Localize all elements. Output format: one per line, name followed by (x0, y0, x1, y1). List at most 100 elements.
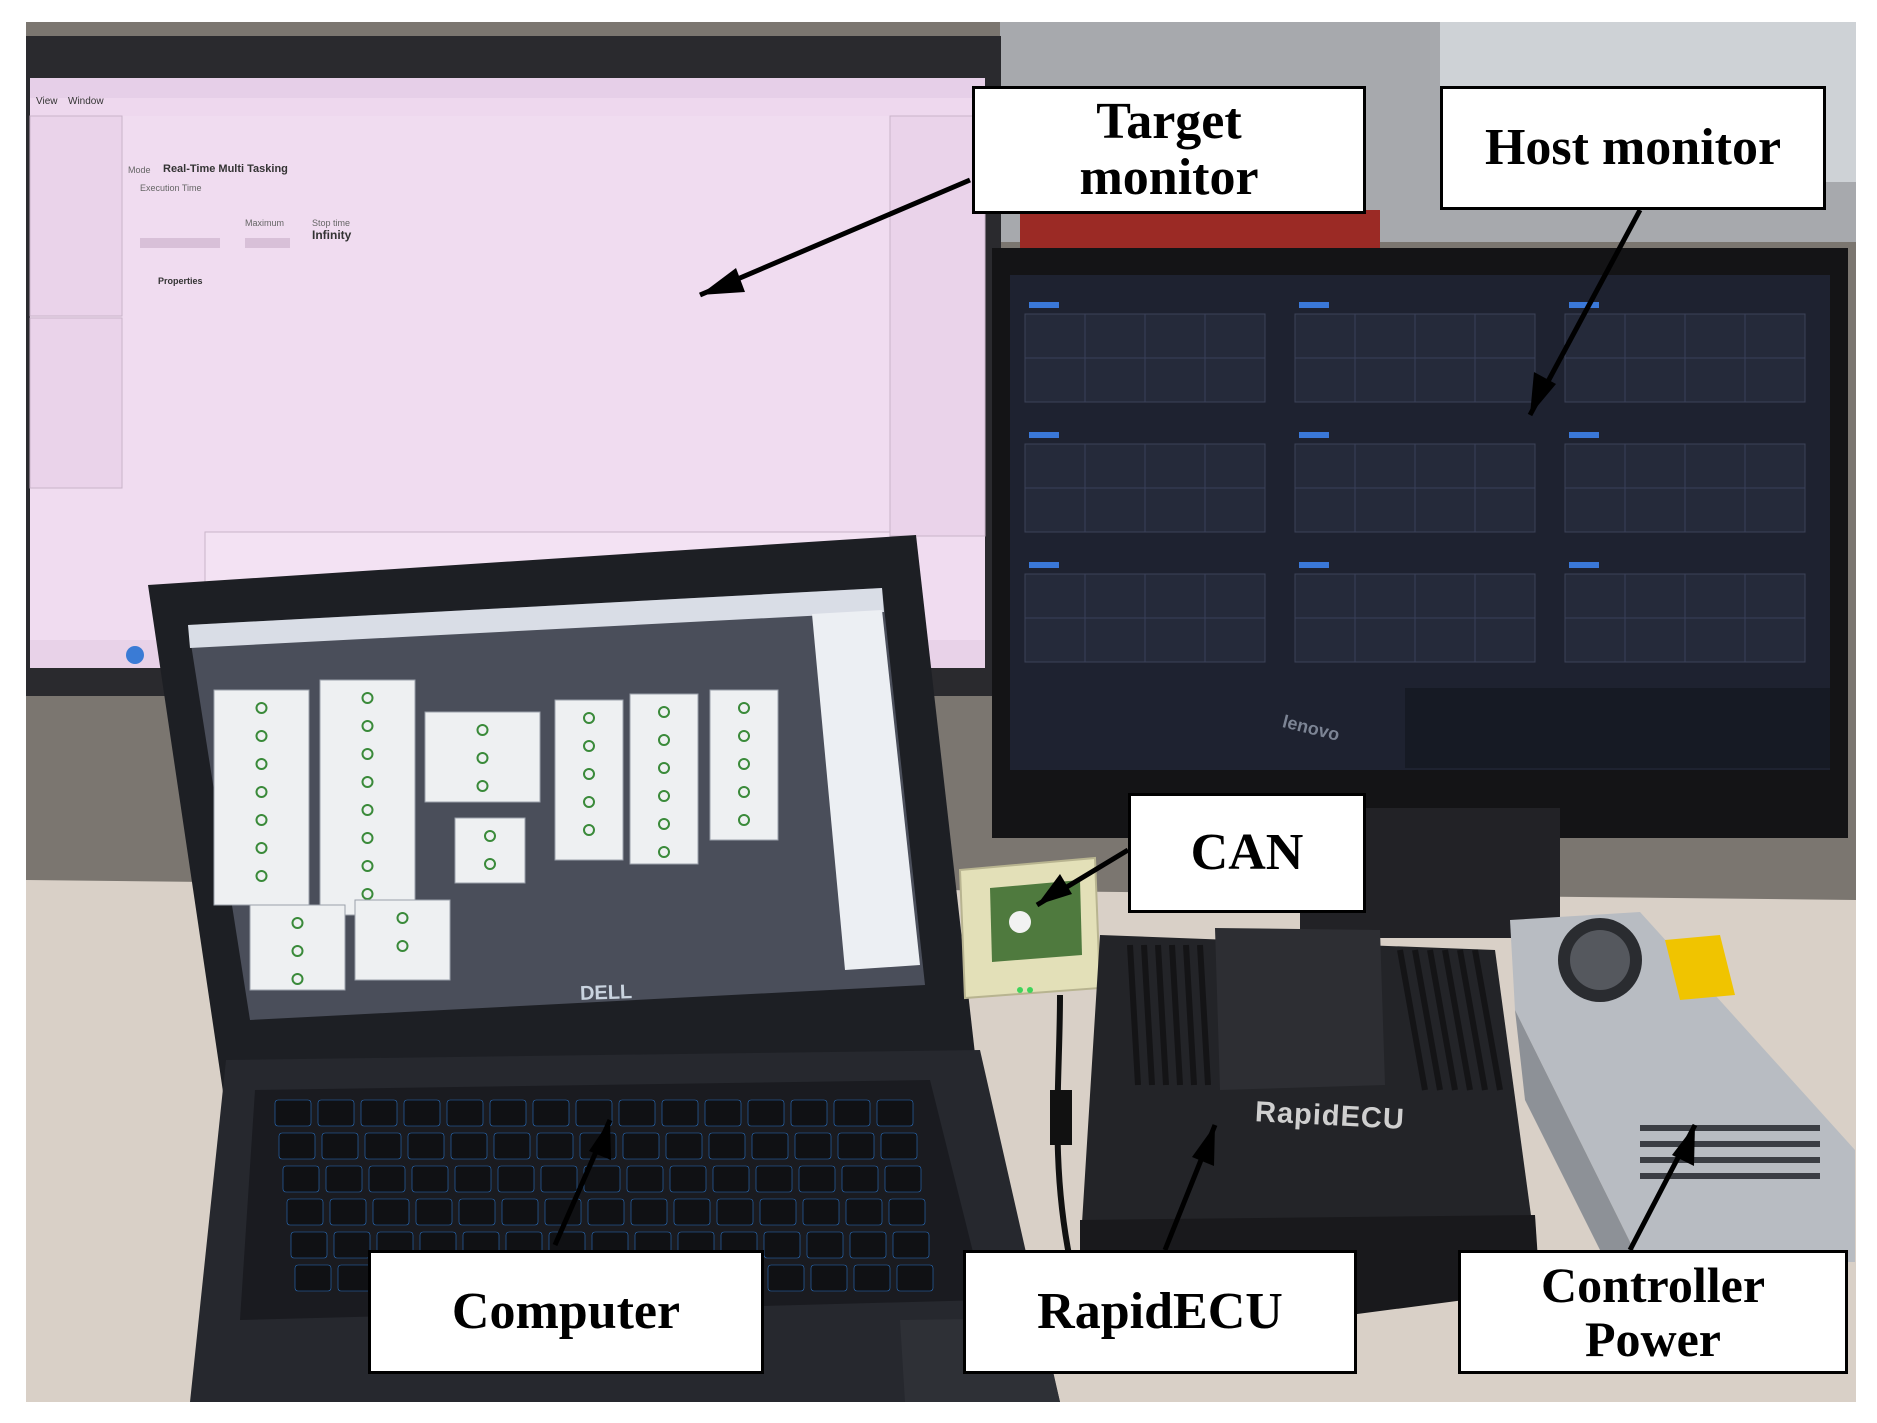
laptop-ui-gauge (583, 712, 595, 724)
scope-panels (1024, 302, 1806, 663)
keyboard-key (798, 1165, 836, 1193)
target-progress-bar (140, 238, 220, 248)
laptop-ui-panel (424, 711, 541, 803)
laptop-ui-panel (629, 693, 699, 865)
scope-label-marker (1299, 562, 1329, 568)
cooling-fin (1155, 944, 1169, 1086)
keyboard-key (325, 1165, 363, 1193)
keyboard-key (411, 1165, 449, 1193)
rapidecu-fins (1127, 944, 1503, 1091)
keyboard-key (415, 1198, 453, 1226)
power-vents (1640, 1125, 1820, 1179)
laptop-ui-gauge (291, 973, 304, 985)
keyboard-key (759, 1198, 797, 1226)
scope-label-marker (1299, 432, 1329, 438)
arrow-power-head (1672, 1125, 1695, 1166)
keyboard-key (755, 1165, 793, 1193)
keyboard-key (274, 1099, 312, 1127)
laptop-ui-gauge (255, 758, 268, 770)
laptop-ui-gauge (583, 824, 595, 836)
target-progress-bar-2 (245, 238, 290, 248)
target-screen-toolbar (30, 98, 985, 116)
keyboard-key (282, 1165, 320, 1193)
keyboard-key (806, 1231, 844, 1259)
target-mode-label: Mode (128, 165, 151, 175)
keyboard-key (458, 1198, 496, 1226)
arrow-target-head (700, 268, 745, 295)
keyboard-key (575, 1099, 613, 1127)
laptop-ui-gauge (658, 846, 670, 858)
keyboard-key (497, 1165, 535, 1193)
laptop-ui-gauge (658, 818, 670, 830)
keyboard-key (845, 1198, 883, 1226)
callout-target-monitor: Target monitor (972, 86, 1366, 214)
keyboard-key (372, 1198, 410, 1226)
keyboard-key (763, 1231, 801, 1259)
keyboard-key (888, 1198, 926, 1226)
keyboard-key (661, 1099, 699, 1127)
keyboard-key (540, 1165, 578, 1193)
laptop-ui-gauge (255, 702, 268, 714)
keyboard-key (794, 1132, 832, 1160)
keyboard-key (489, 1099, 527, 1127)
callout-computer: Computer (368, 1250, 764, 1374)
scope-label-marker (1029, 302, 1059, 308)
keyboard-key (493, 1132, 531, 1160)
laptop-ui-gauge (361, 860, 374, 872)
laptop-ui-panel (249, 904, 346, 991)
laptop-ui-gauge (361, 748, 374, 760)
keyboard-key (618, 1099, 656, 1127)
laptop-ui-panel (319, 679, 416, 916)
laptop-ui-gauge (583, 768, 595, 780)
laptop-ui-gauge (291, 945, 304, 957)
laptop-ui-gauge (738, 786, 750, 798)
laptop-ui-gauge (361, 804, 374, 816)
laptop-ui-gauge (658, 762, 670, 774)
keyboard-key (810, 1264, 848, 1292)
laptop-ui-gauge (476, 752, 489, 764)
keyboard-key (403, 1099, 441, 1127)
cooling-fin (1141, 944, 1155, 1086)
laptop-ui-gauge (361, 832, 374, 844)
keyboard-key (294, 1264, 332, 1292)
callout-arrows (552, 177, 1698, 1252)
laptop-panels (213, 679, 779, 991)
keyboard-key (849, 1231, 887, 1259)
keyboard-key (669, 1165, 707, 1193)
keyboard-key (368, 1165, 406, 1193)
keyboard-key (665, 1132, 703, 1160)
cooling-fin (1197, 944, 1211, 1086)
arrow-target-line (699, 177, 971, 298)
laptop-ui-gauge (255, 730, 268, 742)
laptop-ui-gauge (738, 814, 750, 826)
arrow-rapidecu-head (1192, 1125, 1215, 1166)
keyboard-key (278, 1132, 316, 1160)
cooling-fin (1427, 949, 1458, 1091)
laptop-ui-gauge (361, 776, 374, 788)
keyboard-key (716, 1198, 754, 1226)
keyboard-key (673, 1198, 711, 1226)
laptop-ui-gauge (738, 758, 750, 770)
laptop-screen-sidebar (812, 610, 920, 970)
arrow-computer-head (589, 1120, 611, 1160)
keyboard-key (884, 1165, 922, 1193)
ferrite-bead (1050, 1090, 1072, 1145)
keyboard-key (321, 1132, 359, 1160)
keyboard-key (751, 1132, 789, 1160)
laptop-ui-gauge (484, 858, 496, 870)
laptop-brand-logo: DELL (579, 981, 633, 1005)
laptop-ui-gauge (255, 870, 268, 882)
keyboard-key (333, 1231, 371, 1259)
keyboard-key (876, 1099, 914, 1127)
cooling-fin (1412, 949, 1443, 1091)
laptop-ui-gauge (361, 720, 374, 732)
laptop-ui-gauge (361, 692, 374, 704)
arrow-can-head (1037, 874, 1072, 905)
target-left-panel (29, 115, 123, 317)
target-mode-value: Real-Time Multi Tasking (163, 163, 288, 175)
target-stop-time-label: Stop time (312, 218, 351, 228)
scope-label-marker (1569, 302, 1599, 308)
keyboard-key (446, 1099, 484, 1127)
keyboard-key (317, 1099, 355, 1127)
keyboard-key (360, 1099, 398, 1127)
